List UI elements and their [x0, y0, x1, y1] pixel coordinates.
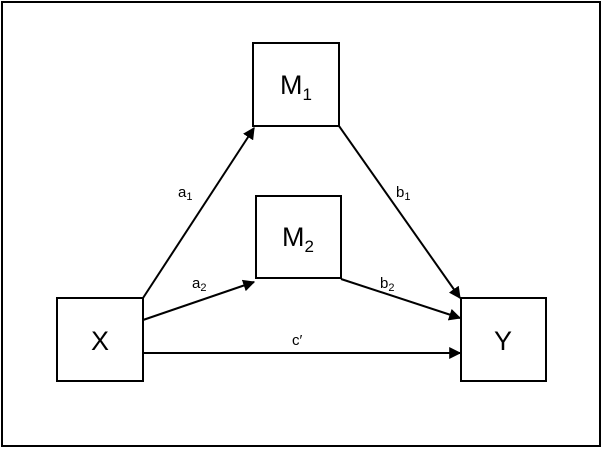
- node-y-label: Y: [494, 326, 512, 356]
- node-x-label: X: [91, 326, 109, 356]
- edges: [142, 125, 462, 359]
- node-m2-box: [255, 195, 342, 279]
- node-m1-box: [252, 42, 340, 127]
- node-x: X: [56, 297, 144, 382]
- node-m2-label: M2: [282, 222, 314, 256]
- edge-a1-label: a1: [178, 184, 192, 203]
- node-x-box: [56, 297, 144, 382]
- edge-b2-arrow: [340, 278, 462, 321]
- edge-b1-arrow: [338, 125, 461, 299]
- node-m1-label: M1: [280, 70, 312, 104]
- node-m1: M1: [252, 42, 340, 127]
- edge-a2-label: a2: [192, 275, 206, 294]
- edge-a2-arrow: [142, 279, 256, 321]
- edge-a1-arrow: [142, 126, 255, 299]
- node-y: Y: [460, 297, 547, 382]
- edge-b1-label: b1: [396, 184, 410, 203]
- edge-b2-label: b2: [380, 275, 394, 294]
- node-m2: M2: [255, 195, 342, 279]
- edge-c-label: c′: [292, 332, 303, 349]
- node-y-box: [460, 297, 547, 382]
